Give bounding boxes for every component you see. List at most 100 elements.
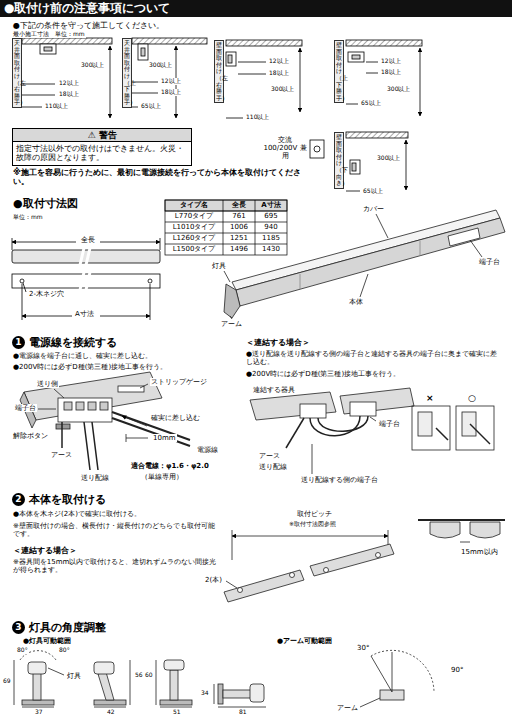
table-cell: 1185 (255, 233, 287, 244)
mount-type-box: 天井面取付け（上下勝手） (122, 38, 132, 108)
annotation: 300以上 (148, 62, 173, 69)
annotation: 適合電線：φ1.6・φ2.0 (130, 462, 210, 470)
node-text: 天井面取付け（左右勝手） (14, 40, 20, 106)
annotation: 18以上 (380, 69, 402, 76)
annotation: 灯具 (66, 672, 82, 680)
annotation: ○ (467, 393, 477, 403)
annotation: 確実に差し込む (150, 414, 201, 422)
annotation: 端子台 (378, 420, 401, 428)
annotation: アース (50, 451, 73, 459)
annotation: 65以上 (140, 103, 162, 110)
annotation: 2-木ネジ穴 (28, 290, 65, 298)
annotation: ●下記の条件を守って施工してください。 (12, 21, 165, 30)
annotation: 送り配線する側の端子台 (300, 476, 379, 484)
annotation: × (425, 393, 435, 403)
table-cell: 695 (255, 211, 287, 222)
table-cell: タイプ名 (165, 200, 223, 211)
annotation: 送り配線 (258, 463, 288, 471)
node-text: ⚠ 警告 (13, 129, 191, 142)
annotation: ※壁面取付けの場合、横長付け・縦長付けのどちらでも取付可能です。 (12, 522, 219, 538)
step-number: 1 (12, 336, 25, 349)
annotation: 56 (134, 672, 144, 679)
annotation: 解除ボタン (12, 432, 49, 440)
annotation: ＜連結する場合＞ (245, 338, 311, 347)
node-text: 壁面取付け（下向き） (336, 134, 342, 187)
annotation: 端子台 (478, 258, 501, 266)
annotation: 110以上 (245, 114, 270, 121)
table-cell: L770タイプ (165, 211, 223, 222)
annotation: 80° (16, 647, 29, 654)
annotation: 18以上 (58, 91, 80, 98)
step-heading: 2本体を取付ける (12, 492, 106, 507)
annotation: ●灯具可動範囲 (22, 637, 72, 645)
annotation: 12以上 (160, 78, 182, 85)
annotation: 電源線 (196, 446, 219, 454)
annotation: アーム (220, 320, 243, 328)
table-cell: 全長 (223, 200, 255, 211)
annotation: 12以上 (58, 80, 80, 87)
annotation: 30° (356, 644, 370, 652)
annotation: ※施工を容易に行うために、最初に電源接続を行ってから本体を取付けてください。 (12, 168, 314, 186)
mounting-illustration (224, 520, 505, 602)
annotation: A寸法 (74, 310, 95, 318)
size-table-grid (165, 200, 287, 255)
table-cell: 1251 (223, 233, 255, 244)
node-text: 本体を取付ける (29, 492, 106, 507)
table-cell: 1496 (223, 244, 255, 255)
annotation: （単線専用） (140, 473, 184, 481)
annotation: ※器具間を15mm以内で取付けると、途切れずムラのない間接光が得られます。 (12, 558, 219, 574)
annotation: ●電源線を端子台に通し、確実に差し込む。 (12, 352, 153, 360)
annotation: 交流 100/200V 兼用 (262, 136, 308, 160)
table-cell: L1500タイプ (165, 244, 223, 255)
annotation: 端子台 (14, 404, 37, 412)
annotation: 42 (106, 709, 116, 716)
step-heading: 1電源線を接続する (12, 335, 117, 350)
annotation: アーム (336, 704, 359, 712)
annotation: ＜連結する場合＞ (12, 546, 78, 555)
annotation: ●200V時には必ずD種(第三種)接地工事を行う。 (12, 363, 168, 371)
table-cell: L1010タイプ (165, 222, 223, 233)
annotation: 2(本) (204, 576, 223, 584)
annotation: ストリップゲージ (150, 378, 208, 386)
mount-type-box: 壁面取付け（上下勝手） (334, 40, 344, 103)
annotation: 300以上 (270, 86, 295, 93)
table-cell: L1260タイプ (165, 233, 223, 244)
table-cell: 1006 (223, 222, 255, 233)
warning-box: ⚠ 警告指定寸法以外での取付けはできません。火災・故障の原因となります。 (12, 128, 192, 166)
fixture-perspective (224, 210, 505, 319)
annotation: 最小施工寸法 単位：mm (12, 31, 86, 38)
table-cell: A寸法 (255, 200, 287, 211)
angle-illustration (14, 650, 434, 707)
mount-type-box: 壁面取付け（下向き） (334, 132, 344, 189)
node-text: 指定寸法以外での取付けはできません。火災・故障の原因となります。 (13, 142, 191, 165)
annotation: 送り配線 (80, 474, 110, 482)
annotation: 110以上 (44, 103, 69, 110)
annotation: 単位：mm (12, 214, 44, 221)
annotation: ●取付寸法図 (12, 198, 79, 211)
annotation: 12以上 (268, 58, 290, 65)
annotation: 51 (172, 709, 182, 716)
annotation: 送り側 (36, 380, 59, 388)
annotation: 本体 (348, 298, 364, 306)
annotation: 300以上 (80, 62, 105, 69)
annotation: アース (258, 452, 281, 460)
step-number: 3 (12, 621, 25, 634)
annotation: 15mm以内 (460, 548, 499, 556)
annotation: 65以上 (360, 100, 382, 107)
annotation: カバー (362, 205, 385, 213)
mount-type-box: 壁面取付け（左右勝手） (214, 40, 224, 103)
mount-type-box: 天井面取付け（左右勝手） (12, 38, 22, 108)
table-cell: 761 (223, 211, 255, 222)
annotation: ●200V時には必ずD種(第三種)接地工事を行う。 (245, 370, 401, 378)
annotation: 18以上 (160, 89, 182, 96)
annotation: 灯具 (211, 262, 227, 270)
annotation: 取付ピッチ (296, 510, 333, 518)
annotation: ●本体を木ネジ(2本)で確実に取付ける。 (12, 510, 142, 518)
annotation: 37 (34, 709, 44, 716)
annotation: 12以上 (380, 58, 402, 65)
annotation: 81 (238, 709, 248, 716)
annotation: 69 (2, 678, 12, 685)
annotation: 65以上 (362, 188, 384, 195)
annotation: 80° (58, 647, 71, 654)
annotation: ※取付寸法図参照 (288, 521, 337, 528)
